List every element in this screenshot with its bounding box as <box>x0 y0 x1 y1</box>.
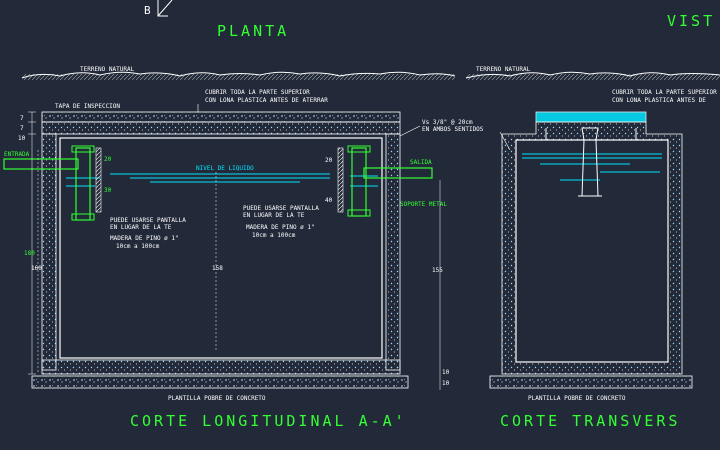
dim-bottom-right-1: 10 <box>442 369 450 376</box>
plantilla-base <box>31 375 409 389</box>
vista-title: VIST <box>667 12 715 30</box>
liquid-level-lines <box>66 173 378 187</box>
plantilla-label-transversal: PLANTILLA POBRE DE CONCRETO <box>528 395 626 402</box>
madera-left-2: 10cm a 100cm <box>116 243 160 250</box>
madera-right-2: 10cm a 100cm <box>252 232 296 239</box>
plantilla-label: PLANTILLA POBRE DE CONCRETO <box>168 395 266 402</box>
tapa-label: TAPA DE INSPECCION <box>55 103 120 110</box>
longitudinal-title: CORTE LONGITUDINAL A-A' <box>130 412 407 430</box>
rebar-label-1: Vs 3/8" @ 20cm <box>422 119 473 126</box>
liquid-lines-transversal <box>522 153 662 181</box>
madera-left-1: MADERA DE PINO ø 1" <box>110 235 179 242</box>
entrada-label: ENTRADA <box>4 151 30 158</box>
cubrir-label-transversal-2: CON LONA PLASTICA ANTES DE <box>612 97 706 104</box>
dim-left-3: 10 <box>18 135 26 142</box>
transversal-section: TERRENO NATURAL CUBRIR TODA LA PARTE SUP… <box>465 66 720 430</box>
cubrir-label-1: CUBRIR TODA LA PARTE SUPERIOR <box>205 89 310 96</box>
soporte-label: SOPORTE METAL <box>400 201 447 208</box>
dim-center: 158 <box>212 265 223 272</box>
pantalla-left-2: EN LUGAR DE LA TE <box>110 224 172 231</box>
dim-left-1: 7 <box>20 115 24 122</box>
transversal-title: CORTE TRANSVERS <box>500 412 680 430</box>
inlet-pipe <box>3 145 102 221</box>
madera-right-1: MADERA DE PINO ø 1" <box>246 224 315 231</box>
dim-right: 155 <box>432 267 443 274</box>
dim-left-5: 160 <box>31 265 42 272</box>
dim-left-2: 7 <box>20 125 24 132</box>
section-marker: B <box>144 0 173 17</box>
salida-label: SALIDA <box>410 159 432 166</box>
dim-left-4: 180 <box>24 250 35 257</box>
right-wall <box>385 133 401 371</box>
left-dimension-lines <box>28 111 441 390</box>
plantilla-base-transversal <box>489 375 693 389</box>
top-fill-layer <box>41 111 401 123</box>
ground-hatch <box>22 74 455 80</box>
pantalla-left-1: PUEDE USARSE PANTALLA <box>110 217 186 224</box>
dim-pipe-left-2: 30 <box>104 187 112 194</box>
inspection-lid <box>535 111 647 123</box>
nivel-label: NIVEL DE LIQUIDO <box>196 165 254 172</box>
pantalla-right-1: PUEDE USARSE PANTALLA <box>243 205 319 212</box>
top-slab <box>41 121 401 135</box>
outlet-pipe <box>337 145 433 217</box>
tank-chamber <box>59 137 383 359</box>
terreno-label-transversal: TERRENO NATURAL <box>476 66 531 73</box>
transversal-chamber <box>515 139 669 363</box>
bottom-slab <box>41 359 401 375</box>
dim-pipe-right-2: 40 <box>325 197 333 204</box>
terreno-label: TERRENO NATURAL <box>80 66 135 73</box>
cubrir-label-transversal-1: CUBRIR TODA LA PARTE SUPERIOR <box>612 89 717 96</box>
longitudinal-section: TERRENO NATURAL CUBRIR TODA LA PARTE SUP… <box>3 66 484 430</box>
pantalla-right-2: EN LUGAR DE LA TE <box>243 212 305 219</box>
dim-pipe-left-1: 20 <box>104 156 112 163</box>
rebar-label-2: EN AMBOS SENTIDOS <box>422 126 484 133</box>
dim-pipe-right-1: 20 <box>325 157 333 164</box>
section-marker-label: B <box>144 4 151 17</box>
dim-bottom-right-2: 10 <box>442 380 450 387</box>
ground-hatch-transversal <box>466 74 720 80</box>
cubrir-label-2: CON LONA PLASTICA ANTES DE ATERRAR <box>205 97 328 104</box>
planta-title: PLANTA <box>217 22 289 40</box>
